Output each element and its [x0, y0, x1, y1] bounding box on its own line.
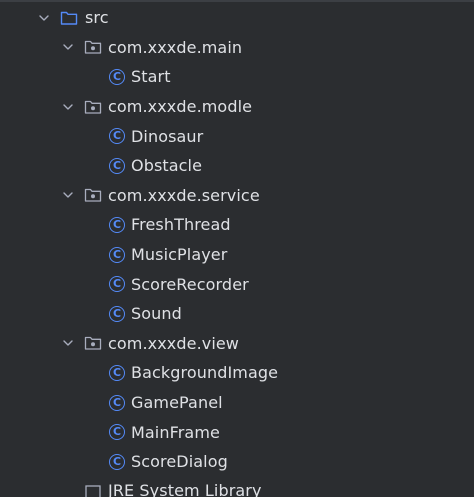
top-divider	[0, 0, 474, 2]
chevron-down-icon[interactable]	[62, 337, 74, 349]
chevron-down-icon[interactable]	[38, 12, 50, 24]
class-icon: C	[109, 364, 125, 381]
tree-label-class: Obstacle	[131, 156, 203, 176]
tree-label-class: BackgroundImage	[131, 363, 279, 383]
tree-row-class[interactable]: C GamePanel	[0, 388, 474, 418]
tree-label-class: MusicPlayer	[131, 245, 228, 265]
class-icon: C	[109, 246, 125, 263]
tree-label-class: Dinosaur	[131, 126, 204, 146]
package-icon	[84, 334, 102, 352]
tree-label-package: com.xxxde.modle	[108, 97, 253, 117]
tree-row-class[interactable]: C ScoreDialog	[0, 447, 474, 477]
tree-row-package-modle[interactable]: com.xxxde.modle	[0, 92, 474, 122]
class-icon: C	[109, 157, 125, 174]
tree-label-class: ScoreDialog	[131, 452, 228, 472]
chevron-down-icon[interactable]	[62, 41, 74, 53]
tree-label-package: com.xxxde.view	[108, 333, 239, 353]
tree-row-package-view[interactable]: com.xxxde.view	[0, 329, 474, 359]
tree-row-class[interactable]: C ScoreRecorder	[0, 269, 474, 299]
chevron-down-icon[interactable]	[62, 101, 74, 113]
library-icon	[84, 483, 102, 497]
class-icon: C	[109, 394, 125, 411]
tree-row-src[interactable]: src	[0, 3, 474, 33]
tree-label-class: FreshThread	[131, 215, 231, 235]
tree-label-package: com.xxxde.main	[108, 37, 243, 57]
tree-row-class[interactable]: C BackgroundImage	[0, 358, 474, 388]
class-icon: C	[109, 128, 125, 145]
chevron-down-icon[interactable]	[62, 189, 74, 201]
tree-label-package: com.xxxde.service	[108, 185, 260, 205]
tree-row-class[interactable]: C Sound	[0, 299, 474, 329]
tree-row-class[interactable]: C FreshThread	[0, 210, 474, 240]
tree-row-package-main[interactable]: com.xxxde.main	[0, 33, 474, 63]
package-icon	[84, 98, 102, 116]
tree-label-class: Sound	[131, 304, 182, 324]
class-icon: C	[109, 424, 125, 441]
class-icon: C	[109, 305, 125, 322]
tree-label-src: src	[85, 8, 109, 28]
tree-row-package-service[interactable]: com.xxxde.service	[0, 181, 474, 211]
tree-row-class[interactable]: C Dinosaur	[0, 121, 474, 151]
class-icon: C	[109, 453, 125, 470]
tree-label-class: ScoreRecorder	[131, 274, 249, 294]
class-icon: C	[109, 216, 125, 233]
tree-row-library[interactable]: JRE System Library	[0, 477, 474, 497]
package-icon	[84, 186, 102, 204]
tree-row-class[interactable]: C MainFrame	[0, 417, 474, 447]
tree-label-class: GamePanel	[131, 393, 223, 413]
tree-label-class: MainFrame	[131, 422, 220, 442]
project-tree[interactable]: src com.xxxde.main C Start com.xxxde.mod…	[0, 3, 474, 497]
tree-row-class[interactable]: C MusicPlayer	[0, 240, 474, 270]
tree-row-class[interactable]: C Start	[0, 62, 474, 92]
tree-label-class: Start	[131, 67, 171, 87]
class-icon: C	[109, 276, 125, 293]
package-icon	[84, 38, 102, 56]
tree-label-library: JRE System Library	[108, 480, 262, 497]
class-icon: C	[109, 68, 125, 85]
source-folder-icon	[60, 9, 78, 27]
tree-row-class[interactable]: C Obstacle	[0, 151, 474, 181]
